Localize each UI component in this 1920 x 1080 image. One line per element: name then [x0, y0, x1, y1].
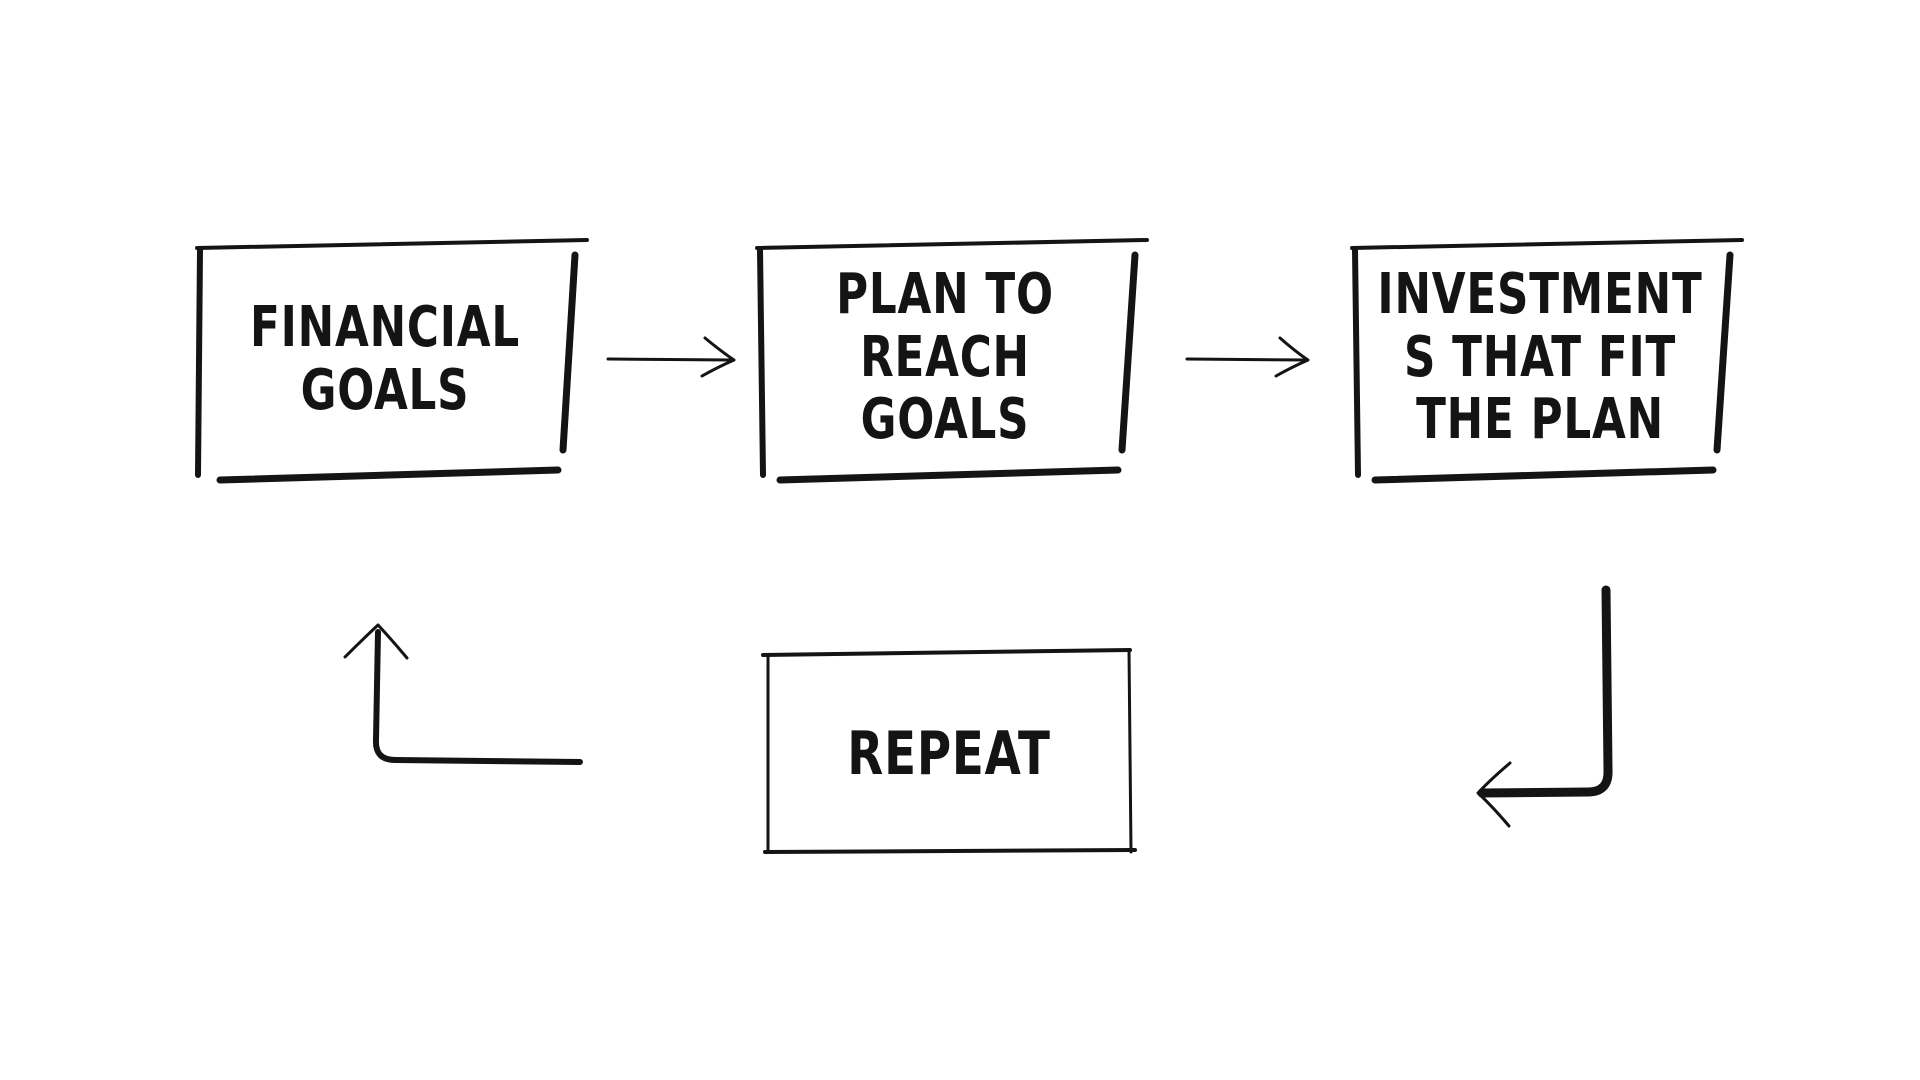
- arrow-financial-to-plan: [606, 336, 736, 378]
- arrow-repeat-to-financial: [343, 623, 583, 765]
- label-line: Financial: [250, 295, 520, 361]
- label-investments-that-fit: INvestment s that fit the plan: [1377, 248, 1701, 468]
- box-plan-to-reach-goals: [755, 238, 1149, 484]
- label-line: the plan: [1416, 387, 1664, 453]
- label-line: Repeat: [847, 719, 1051, 790]
- label-repeat: Repeat: [808, 660, 1090, 850]
- box-financial-goals: [195, 238, 589, 484]
- label-line: Plan to: [836, 261, 1054, 327]
- label-line: s that fit: [1403, 324, 1677, 390]
- label-plan-to-reach-goals: Plan to reach goals: [801, 248, 1090, 468]
- label-line: INvestment: [1377, 261, 1703, 327]
- label-line: Goals: [300, 358, 470, 423]
- label-financial-goals: Financial Goals: [241, 260, 530, 460]
- box-investments-that-fit: [1350, 238, 1744, 484]
- label-line: reach: [860, 324, 1030, 390]
- arrow-plan-to-investments: [1185, 336, 1310, 378]
- arrow-investments-to-repeat: [1476, 585, 1613, 828]
- label-line: goals: [860, 387, 1030, 453]
- box-repeat: [761, 648, 1137, 854]
